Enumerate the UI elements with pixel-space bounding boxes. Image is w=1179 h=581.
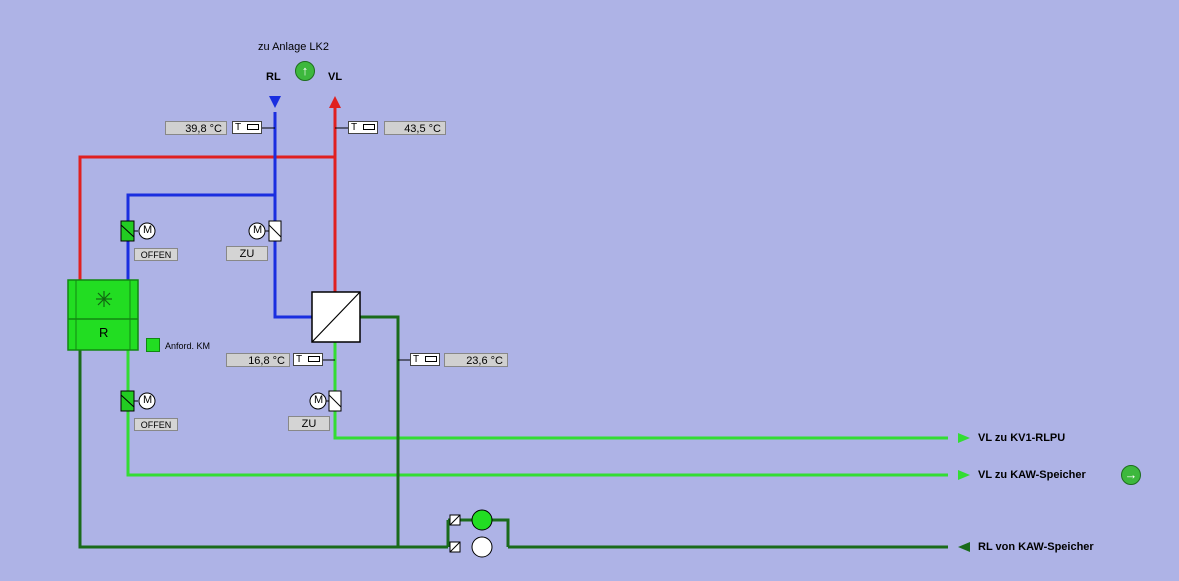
outlet-arrow-kv1-icon [958, 433, 970, 443]
motor-2-icon: M [253, 224, 263, 236]
sensor-icon [363, 124, 375, 130]
valve-4-status: ZU [288, 416, 330, 431]
sensor-icon [425, 356, 437, 362]
temp-rl-top: 39,8 °C [165, 121, 227, 135]
temp-hx-left: 16,8 °C [226, 353, 290, 367]
valve-1[interactable] [120, 220, 156, 242]
rl-label: RL [266, 71, 281, 83]
valve-2[interactable] [248, 220, 282, 242]
arrow-up-icon[interactable]: ↑ [295, 61, 315, 81]
rl-arrow-down-icon [269, 96, 281, 108]
temp-sensor-hx-right[interactable]: T [410, 353, 440, 366]
sensor-label: T [235, 122, 242, 133]
sensor-label: T [351, 122, 358, 133]
outlet-vl-kaw: VL zu KAW-Speicher [978, 469, 1086, 481]
pump-1[interactable] [449, 509, 493, 531]
inlet-rl-kaw: RL von KAW-Speicher [978, 541, 1094, 553]
snowflake-icon [96, 291, 112, 307]
sensor-icon [308, 356, 320, 362]
top-title: zu Anlage LK2 [258, 41, 329, 53]
pump-2[interactable] [449, 536, 493, 558]
sensor-label: T [413, 354, 420, 365]
valve-3[interactable] [120, 390, 156, 412]
temp-hx-right: 23,6 °C [444, 353, 508, 367]
motor-4-icon: M [314, 394, 324, 406]
inlet-arrow-kaw-icon [958, 542, 970, 552]
temp-sensor-rl-top[interactable]: T [232, 121, 262, 134]
valve-2-status: ZU [226, 246, 268, 261]
sensor-icon [247, 124, 259, 130]
chiller-label: R [99, 325, 109, 340]
request-label: Anford. KM [165, 341, 211, 351]
chilled-return-pipe [78, 315, 948, 549]
vl-arrow-up-icon [329, 96, 341, 108]
outlet-arrow-kaw-icon [958, 470, 970, 480]
temp-vl-top: 43,5 °C [384, 121, 446, 135]
valve-1-status: OFFEN [134, 248, 178, 261]
arrow-right-icon[interactable]: → [1121, 465, 1141, 485]
hot-pipe [78, 105, 337, 292]
request-indicator [146, 338, 160, 352]
sensor-label: T [296, 354, 303, 365]
outlet-vl-kv1: VL zu KV1-RLPU [978, 432, 1066, 444]
valve-3-status: OFFEN [134, 418, 178, 431]
temp-sensor-vl-top[interactable]: T [348, 121, 378, 134]
cold-return-pipe [126, 112, 312, 319]
temp-sensor-hx-left[interactable]: T [293, 353, 323, 366]
heat-exchanger[interactable] [311, 291, 361, 343]
vl-label: VL [328, 71, 343, 83]
valve-4[interactable] [309, 390, 342, 412]
sensor-leads [262, 127, 410, 361]
motor-3-icon: M [143, 394, 153, 406]
chiller-unit[interactable] [67, 279, 139, 351]
motor-1-icon: M [143, 224, 153, 236]
